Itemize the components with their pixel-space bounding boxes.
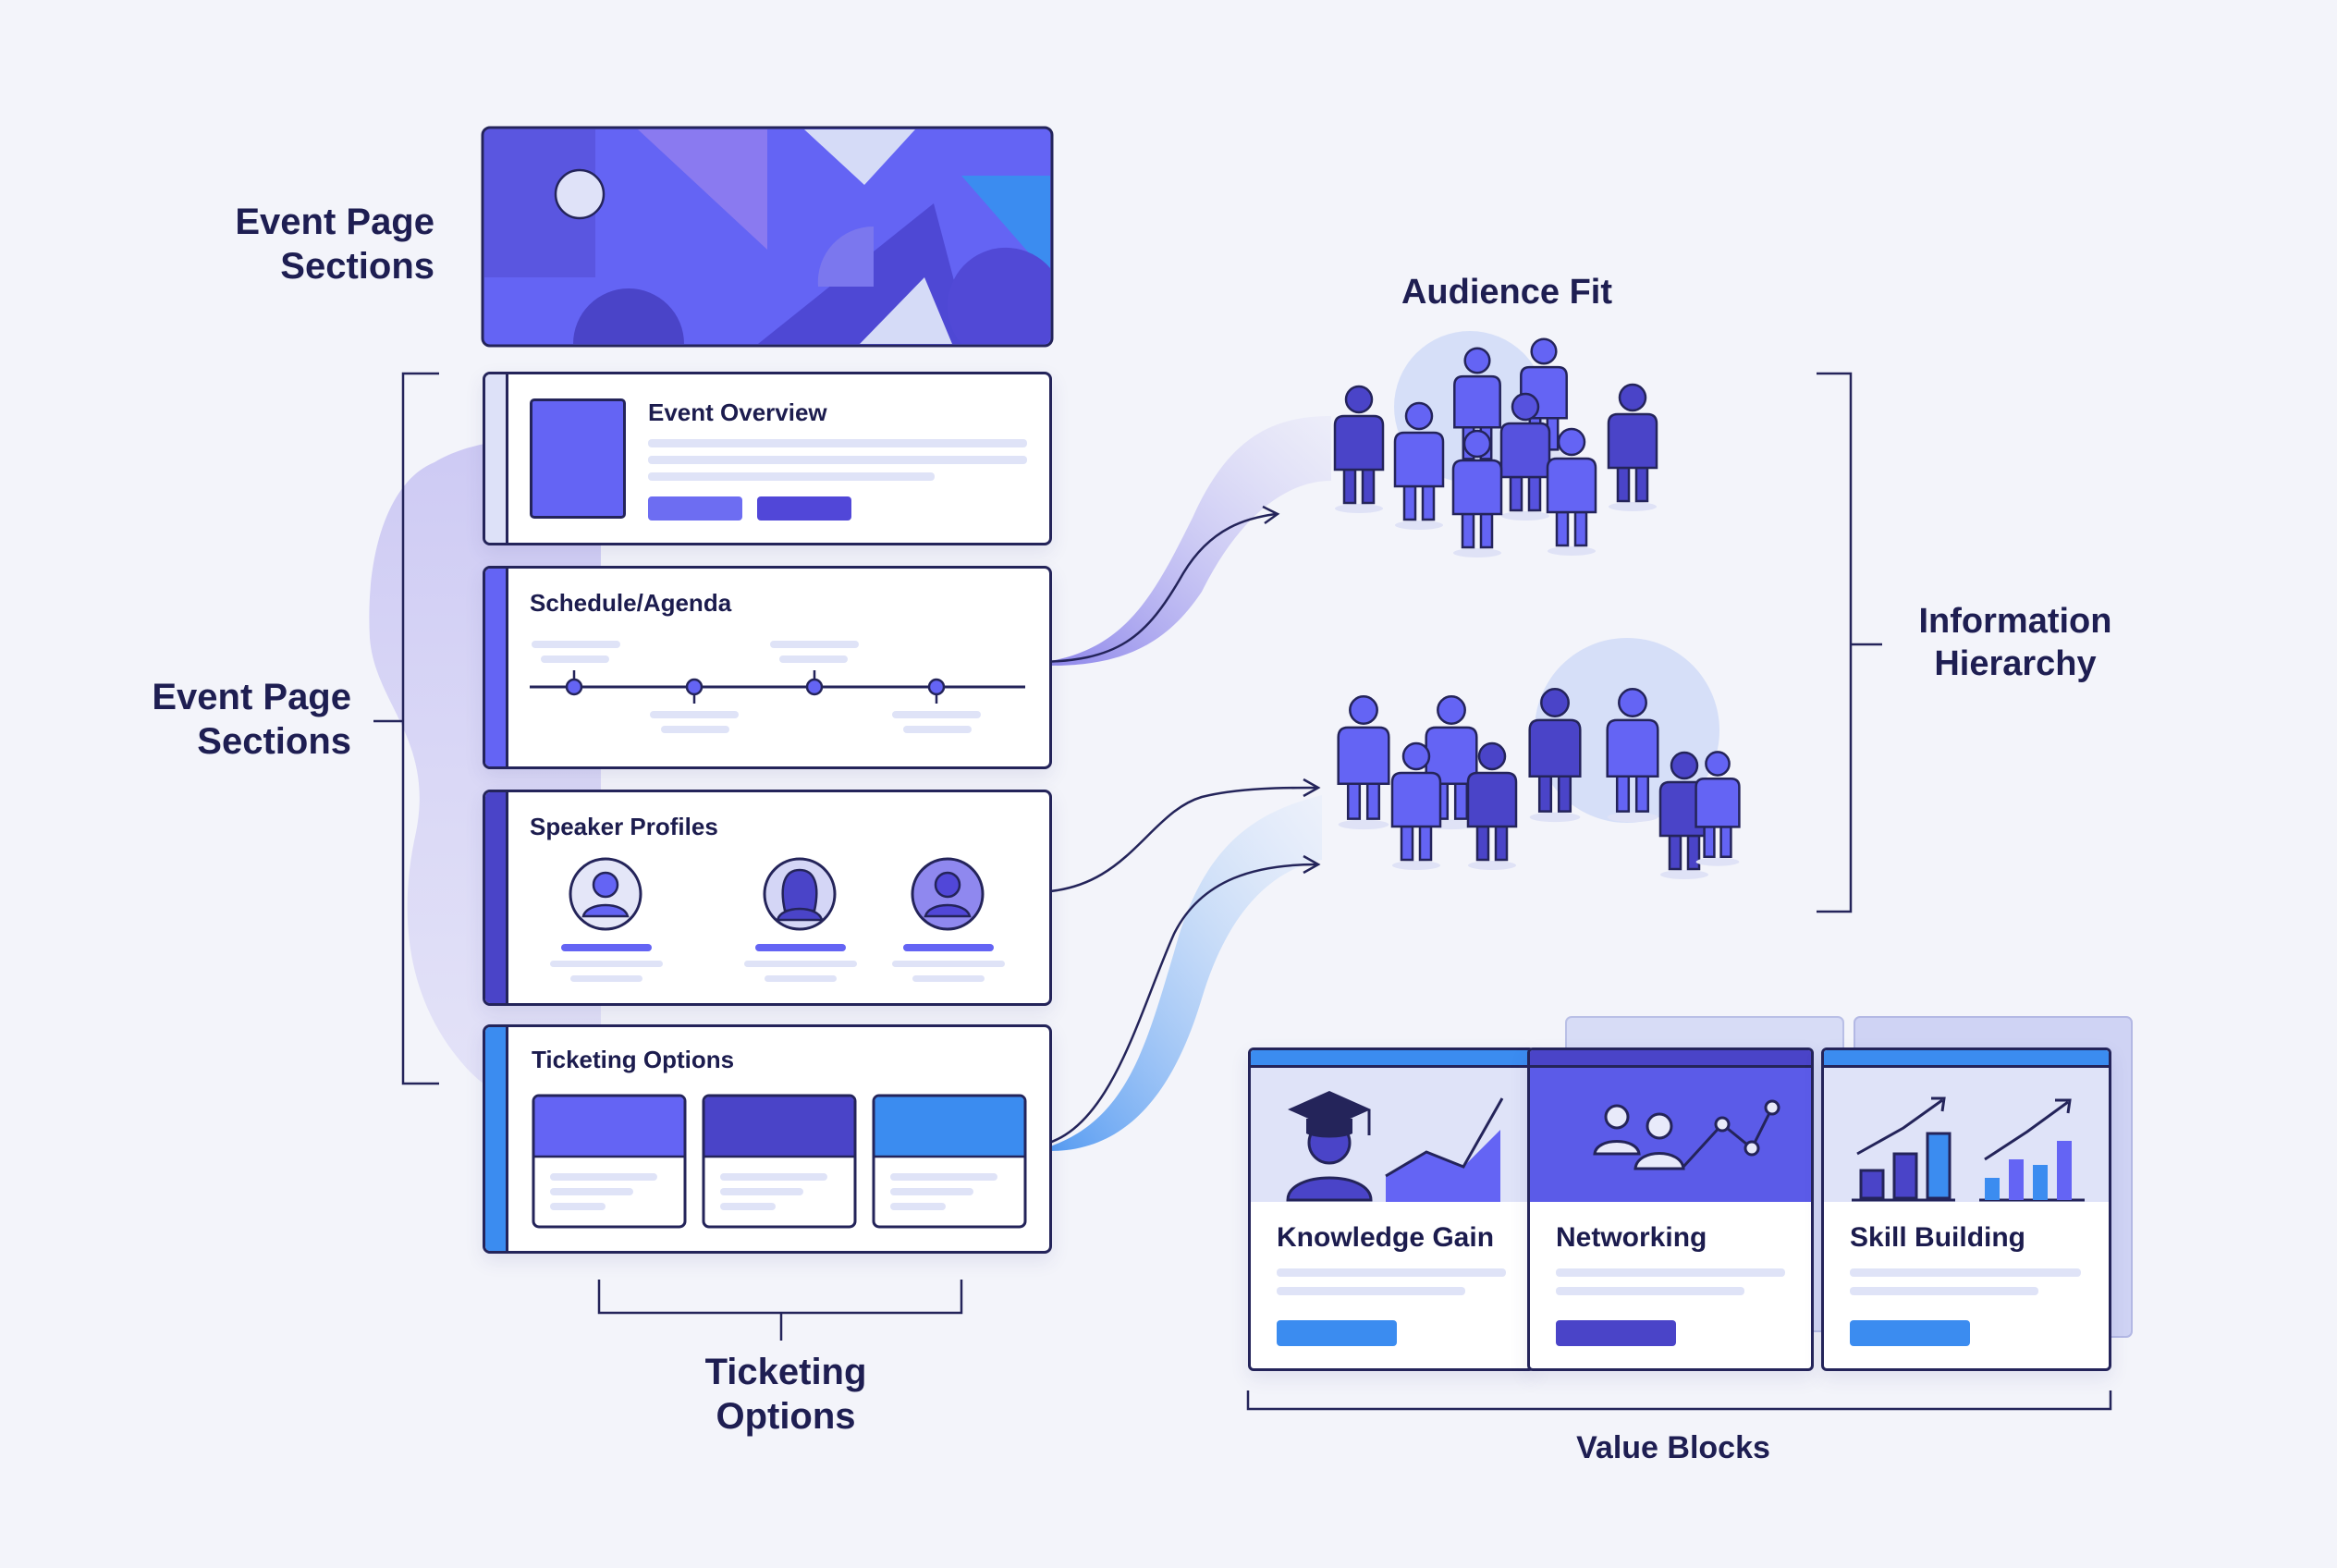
ticket-tier-1 [532,1094,687,1229]
event-overview-card: Event Overview [483,372,1052,545]
value-block-knowledge-gain: Knowledge Gain [1248,1047,1535,1371]
person-icon [1451,429,1503,557]
ticket-tier-2 [702,1094,857,1229]
card-accent [485,792,508,1003]
avatar-1 [569,857,642,931]
arrow-speakers-to-group [1033,786,1317,894]
ticket-tier-3 [872,1094,1027,1229]
person-icon [1333,385,1385,513]
person-icon [1499,392,1551,521]
person-icon [1337,695,1390,830]
person-icon [1695,751,1741,866]
value-block-skill-building: Skill Building [1821,1047,2111,1371]
skill-building-title: Skill Building [1850,1222,2026,1253]
arrow-schedule-to-audience [1033,512,1277,664]
overview-thumbnail [530,398,626,519]
value-block-networking: Networking [1527,1047,1814,1371]
card-accent [485,374,508,543]
person-icon [1393,401,1445,530]
speaker-profiles-card: Speaker Profiles [483,790,1052,1006]
speaker-profiles-title: Speaker Profiles [530,813,718,840]
label-event-page-sections-left: Event Page Sections [152,677,351,762]
person-icon [1528,688,1582,823]
knowledge-gain-title: Knowledge Gain [1277,1222,1495,1253]
label-event-page-sections-top: Event Page Sections [235,202,434,287]
avatar-2 [763,857,837,931]
schedule-agenda-title: Schedule/Agenda [530,589,732,617]
knowledge-gain-button[interactable] [1277,1320,1397,1346]
person-icon [1546,427,1597,556]
overview-button-secondary[interactable] [757,496,851,521]
flow-ribbon-2 [1050,795,1322,1151]
audience-group-top [1333,337,1658,557]
card-accent [485,569,508,766]
arrow-ticketing-to-group [1033,863,1317,1148]
ticketing-options-title: Ticketing Options [532,1046,735,1073]
person-icon [1607,383,1658,511]
right-bracket [1817,372,1882,913]
label-value-blocks: Value Blocks [1576,1430,1770,1465]
hero-banner [481,126,1054,348]
person-icon [1606,688,1659,823]
schedule-agenda-card: Schedule/Agenda [483,566,1052,769]
label-information-hierarchy: Information Hierarchy [1918,602,2112,683]
growth-chart-icon [1852,1096,2085,1202]
person-icon [1466,741,1518,870]
speaker-avatars [550,857,1005,982]
graduation-cap-icon [1286,1091,1504,1202]
networking-title: Networking [1556,1222,1707,1253]
skill-building-button[interactable] [1850,1320,1970,1346]
left-bracket [373,372,439,1085]
ticket-tiers [532,1094,1027,1229]
person-icon [1390,741,1442,870]
network-people-icon [1593,1099,1780,1170]
value-blocks-bracket [1246,1390,2112,1411]
label-audience-fit: Audience Fit [1401,273,1613,312]
event-overview-title: Event Overview [648,398,827,426]
overview-button-primary[interactable] [648,496,742,521]
label-ticketing-options: Ticketing Options [704,1352,867,1437]
bottom-bracket [597,1280,963,1341]
card-accent [485,1027,508,1251]
flow-ribbon-1 [1050,416,1331,666]
audience-group-bottom [1337,688,1741,879]
ticketing-options-card: Ticketing Options [483,1024,1052,1254]
avatar-3 [911,857,985,931]
networking-button[interactable] [1556,1320,1676,1346]
schedule-timeline [530,641,1025,733]
